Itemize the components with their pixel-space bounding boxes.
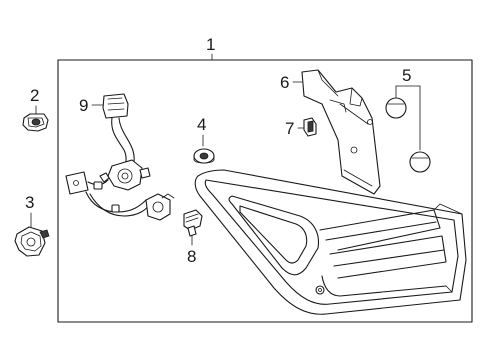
callout-2-label: 2 <box>30 86 39 105</box>
callout-1: 1 <box>206 35 215 61</box>
part-4-grommet: 4 <box>193 115 215 164</box>
part-9-wiring-harness: 9 <box>65 93 175 221</box>
callout-7-label: 7 <box>285 119 294 138</box>
callout-9-label: 9 <box>79 96 88 115</box>
part-3-socket: 3 <box>14 193 50 257</box>
callout-3-label: 3 <box>25 193 34 212</box>
part-2-clip: 2 <box>22 86 49 132</box>
callout-4-label: 4 <box>197 115 206 134</box>
part-6-bracket: 6 <box>280 69 381 195</box>
callout-8-label: 8 <box>187 247 196 266</box>
assembly-frame <box>57 59 473 323</box>
part-8-bulb: 8 <box>183 209 203 266</box>
callout-1-label: 1 <box>206 35 215 54</box>
part-7-clip: 7 <box>285 117 317 138</box>
callout-5-label: 5 <box>402 66 411 85</box>
part-5-caps: 5 <box>385 66 431 173</box>
callout-6-label: 6 <box>280 73 289 92</box>
tail-lamp-housing <box>194 169 467 315</box>
